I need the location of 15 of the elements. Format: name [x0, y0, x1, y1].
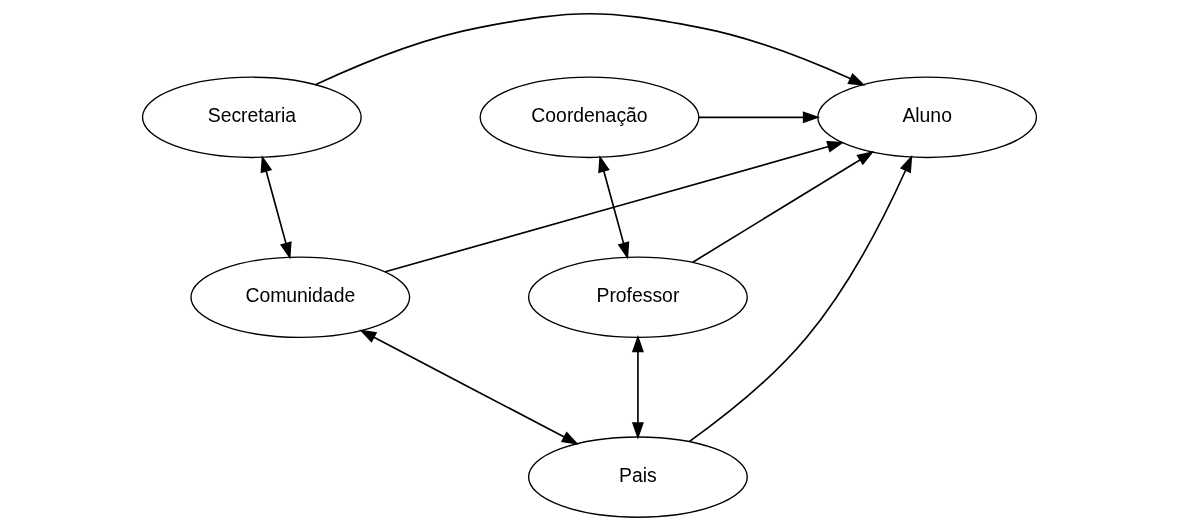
arrow — [384, 140, 845, 273]
node-ellipse: Comunidade — [190, 256, 411, 338]
arrow — [359, 329, 579, 445]
arrow — [598, 155, 630, 260]
arrow — [631, 334, 644, 440]
node-ellipse: Aluno — [817, 76, 1038, 159]
node-ellipse: Pais — [527, 436, 748, 518]
arrow — [260, 155, 292, 260]
arrow — [691, 151, 875, 264]
arrow — [698, 111, 821, 124]
arrow — [315, 12, 866, 86]
arrow — [688, 155, 913, 443]
node-ellipse: Coordenação — [479, 76, 700, 159]
node-ellipse: Secretaria — [141, 76, 362, 159]
node-ellipse: Professor — [527, 256, 748, 338]
